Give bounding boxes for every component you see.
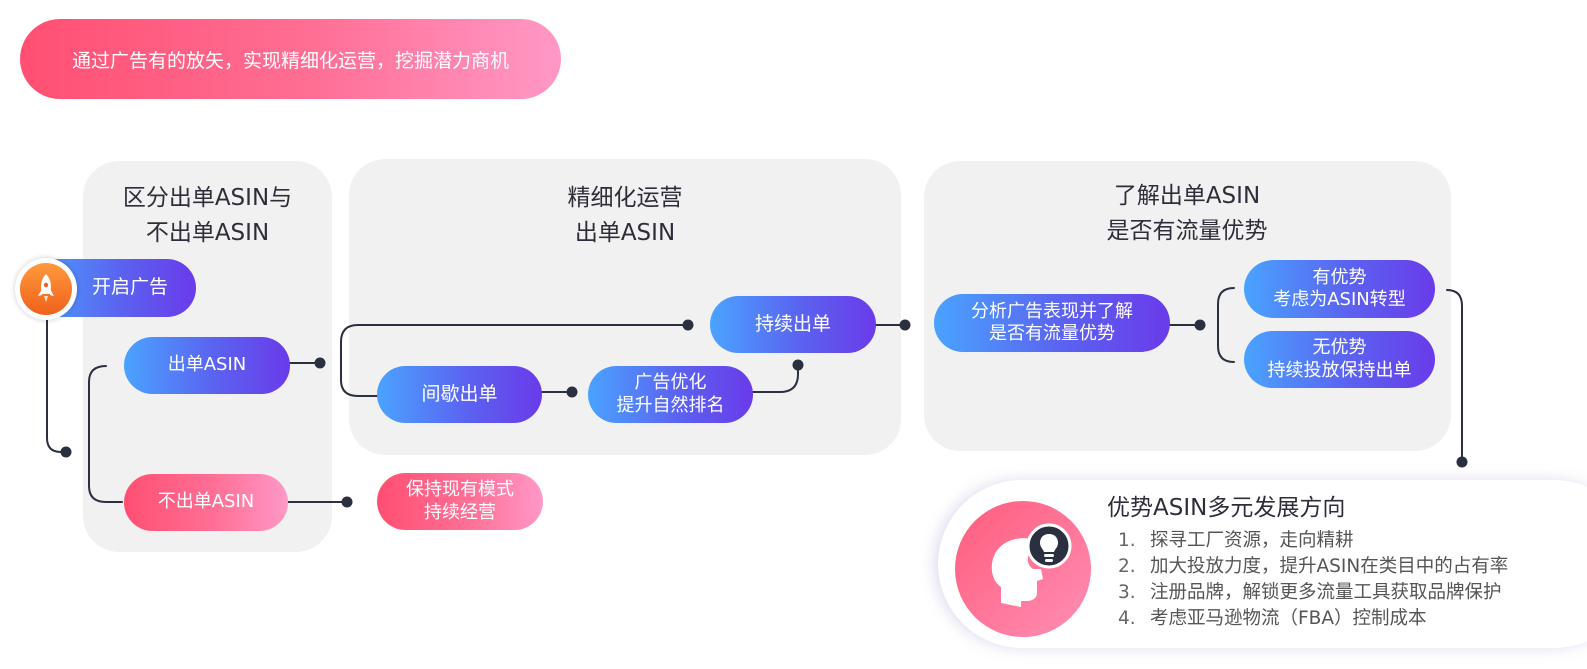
- advantage-item: 2. 加大投放力度，提升ASIN在类目中的占有率: [1118, 554, 1508, 580]
- headline-banner: 通过广告有的放矢，实现精细化运营，挖掘潜力商机: [20, 19, 561, 99]
- head-lightbulb-icon: [953, 499, 1093, 639]
- advantage-item-text: 注册品牌，解锁更多流量工具获取品牌保护: [1150, 582, 1502, 603]
- keep-mode-node: 保持现有模式 持续经营: [377, 473, 543, 530]
- not-selling-asin-node: 不出单ASIN: [124, 474, 288, 531]
- advantage-item: 1. 探寻工厂资源，走向精耕: [1118, 528, 1508, 554]
- advantage-item-text: 加大投放力度，提升ASIN在类目中的占有率: [1150, 556, 1509, 577]
- advantage-item-text: 探寻工厂资源，走向精耕: [1150, 530, 1354, 551]
- advantage-item-num: 3.: [1118, 582, 1136, 603]
- panel-title-line: 了解出单ASIN: [1113, 183, 1261, 209]
- panel-title-traffic-advantage: 了解出单ASIN 是否有流量优势: [1012, 179, 1362, 248]
- advantage-item: 4. 考虑亚马逊物流（FBA）控制成本: [1118, 606, 1508, 632]
- keep-mode-line1: 保持现有模式: [406, 479, 514, 500]
- connector-dot: [60, 446, 72, 458]
- analyze-ads-line1: 分析广告表现并了解: [971, 300, 1133, 322]
- connector-to-advantage-card: [1446, 289, 1463, 463]
- connector-optimize-to-continuous: [752, 364, 799, 393]
- intermittent-selling-label: 间歇出单: [421, 382, 498, 405]
- has-advantage-line1: 有优势: [1312, 266, 1367, 288]
- panel-title-split-asin: 区分出单ASIN与 不出单ASIN: [90, 181, 325, 250]
- panel-title-line: 是否有流量优势: [1106, 217, 1268, 244]
- not-selling-asin-label: 不出单ASIN: [157, 491, 255, 513]
- has-advantage-line2: 考虑为ASIN转型: [1273, 289, 1406, 310]
- continuous-selling-label: 持续出单: [754, 312, 831, 335]
- advantage-title: 优势ASIN多元发展方向: [1107, 495, 1346, 521]
- continuous-selling-node: 持续出单: [710, 296, 876, 353]
- connector-dot: [1194, 319, 1206, 331]
- connector-dot: [792, 359, 804, 371]
- rocket-icon: [20, 263, 72, 315]
- panel-title-line: 不出单ASIN: [145, 219, 270, 246]
- connector-dot: [899, 319, 911, 331]
- intermittent-selling-node: 间歇出单: [377, 366, 542, 423]
- connector-dot: [341, 496, 353, 508]
- no-advantage-node: 无优势 持续投放保持出单: [1244, 331, 1435, 388]
- keep-mode-line2: 持续经营: [424, 501, 496, 523]
- connector-dot: [314, 357, 326, 369]
- advantage-list: 1. 探寻工厂资源，走向精耕 2. 加大投放力度，提升ASIN在类目中的占有率 3.…: [1118, 528, 1508, 632]
- connector-split-bracket: [88, 365, 123, 503]
- panel-title-line: 精细化运营: [567, 185, 683, 211]
- has-advantage-node: 有优势 考虑为ASIN转型: [1244, 260, 1435, 318]
- connector-dot: [1456, 456, 1468, 468]
- selling-asin-node: 出单ASIN: [124, 337, 290, 394]
- panel-title-line: 区分出单ASIN与: [122, 185, 293, 211]
- connector-dot: [566, 386, 578, 398]
- advantage-item-num: 2.: [1118, 556, 1136, 577]
- connector-dot: [682, 319, 694, 331]
- connector-continuous-to-intermittent: [340, 324, 689, 397]
- panel-title-refined-ops: 精细化运营 出单ASIN: [450, 181, 800, 250]
- advantage-item-num: 4.: [1118, 608, 1136, 629]
- advantage-item-text: 考虑亚马逊物流（FBA）控制成本: [1150, 608, 1427, 629]
- analyze-ads-line2: 是否有流量优势: [989, 323, 1115, 344]
- rocket-badge: [15, 258, 77, 320]
- ad-optimize-line2: 提升自然排名: [616, 394, 725, 416]
- analyze-ads-node: 分析广告表现并了解 是否有流量优势: [934, 294, 1170, 352]
- connector-start-to-split: [46, 317, 67, 453]
- headline-text: 通过广告有的放矢，实现精细化运营，挖掘潜力商机: [71, 49, 509, 72]
- selling-asin-label: 出单ASIN: [167, 354, 247, 376]
- advantage-item-num: 1.: [1118, 530, 1136, 551]
- no-advantage-line2: 持续投放保持出单: [1267, 359, 1412, 381]
- ad-optimize-node: 广告优化 提升自然排名: [588, 366, 753, 423]
- start-ads-label: 开启广告: [92, 276, 169, 299]
- connector-advantage-bracket: [1217, 287, 1235, 363]
- no-advantage-line1: 无优势: [1312, 337, 1367, 358]
- ad-optimize-line1: 广告优化: [634, 372, 707, 393]
- panel-title-line: 出单ASIN: [574, 219, 676, 246]
- advantage-item: 3. 注册品牌，解锁更多流量工具获取品牌保护: [1118, 580, 1508, 606]
